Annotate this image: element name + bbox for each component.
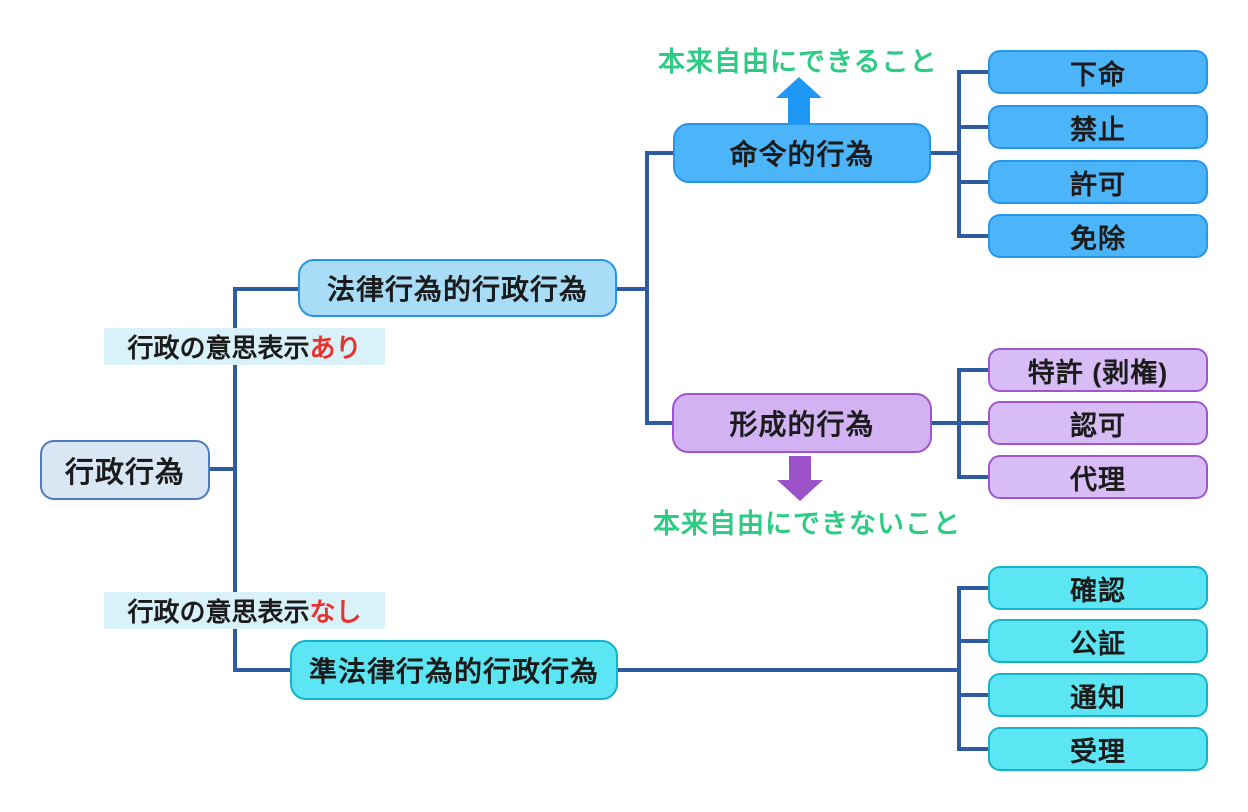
annotation-originally-not-free: 本来自由にできないこと [653, 509, 961, 539]
annotation-originally-free: 本来自由にできること [658, 47, 938, 77]
node-gemei: 下命 [988, 50, 1208, 94]
connector-quasi-legal-right [617, 668, 961, 672]
condition-prefix: 行政の意思表示 [127, 333, 310, 363]
node-kyoka: 許可 [988, 160, 1208, 204]
node-administrative-act: 行政行為 [40, 440, 210, 500]
node-tokkyo: 特許 (剥権) [988, 348, 1208, 392]
node-legal-act: 法律行為的行政行為 [298, 259, 617, 317]
connector-stub-kyoka [957, 180, 989, 184]
connector-legal-branch-vertical [645, 151, 649, 425]
up-arrow-stem [788, 97, 810, 123]
down-arrow-head [777, 480, 823, 501]
down-arrow-stem [789, 456, 811, 480]
connector-main-trunk [233, 287, 237, 672]
connector-stub-kakunin [957, 586, 989, 590]
connector-to-imperative [645, 151, 674, 155]
connector-stub-juri [957, 747, 989, 751]
connector-imperative-right [930, 151, 961, 155]
node-ninka: 認可 [988, 401, 1208, 445]
condition-suffix-nashi: なし [309, 597, 362, 627]
node-menjo: 免除 [988, 214, 1208, 258]
connector-to-formative [645, 421, 674, 425]
node-imperative-act: 命令的行為 [673, 123, 931, 183]
node-kosho: 公証 [988, 619, 1208, 663]
connector-stub-gemei [957, 70, 989, 74]
node-juri: 受理 [988, 727, 1208, 771]
connector-stub-kosho [957, 639, 989, 643]
connector-to-quasi-legal [233, 668, 291, 672]
connector-legal-act-right [616, 287, 649, 291]
connector-stub-kinshi [957, 125, 989, 129]
up-arrow-head [776, 77, 822, 98]
connector-quasi-children-vertical [957, 586, 961, 751]
down-arrow-icon [777, 456, 823, 502]
connector-stub-ninka [957, 421, 989, 425]
connector-stub-tsuchi [957, 693, 989, 697]
node-formative-act: 形成的行為 [672, 393, 932, 453]
connector-formative-right [931, 421, 961, 425]
connector-stub-menjo [957, 234, 989, 238]
connector-imperative-children-vertical [957, 70, 961, 238]
up-arrow-icon [776, 77, 822, 123]
connector-stub-tokkyo [957, 368, 989, 372]
node-quasi-legal-act: 準法律行為的行政行為 [290, 640, 618, 700]
condition-label-without-intent: 行政の意思表示なし [104, 592, 385, 629]
node-kakunin: 確認 [988, 566, 1208, 610]
connector-root-stub [210, 467, 237, 471]
node-tsuchi: 通知 [988, 673, 1208, 717]
condition-label-with-intent: 行政の意思表示あり [104, 328, 385, 365]
connector-to-legal-act [233, 287, 299, 291]
node-kinshi: 禁止 [988, 105, 1208, 149]
condition-suffix-ari: あり [309, 333, 362, 363]
connector-stub-dairi [957, 475, 989, 479]
condition-prefix: 行政の意思表示 [127, 597, 310, 627]
node-dairi: 代理 [988, 455, 1208, 499]
